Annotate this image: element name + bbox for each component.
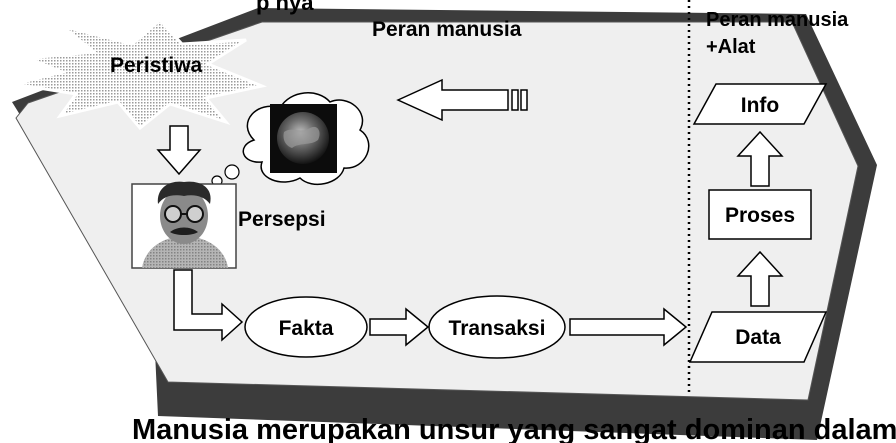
data-to-proses-arrow bbox=[736, 250, 784, 307]
peristiwa-burst-shape bbox=[13, 17, 268, 131]
person-with-glasses-icon bbox=[131, 181, 237, 269]
fakta-to-transaksi-arrow bbox=[369, 307, 430, 347]
caption-text: Manusia merupakan unsur yang sangat domi… bbox=[132, 414, 896, 443]
transaksi-node bbox=[428, 295, 566, 359]
transaksi-label: Transaksi bbox=[449, 317, 546, 340]
peristiwa-label: Peristiwa bbox=[110, 54, 203, 77]
proses-node bbox=[708, 189, 812, 240]
fakta-label: Fakta bbox=[279, 317, 334, 340]
left-arrow-tail-bar-1 bbox=[511, 89, 519, 111]
proses-label: Proses bbox=[725, 204, 795, 227]
transaksi-to-data-arrow bbox=[569, 307, 688, 347]
peran-manusia-alat-label-line1: Peran manusia bbox=[706, 9, 849, 31]
data-label: Data bbox=[735, 326, 781, 349]
peran-manusia-alat-label-line2: +Alat bbox=[706, 36, 756, 58]
down-hollow-arrow bbox=[156, 125, 202, 176]
peran-manusia-label: Peran manusia bbox=[372, 18, 522, 41]
top-cut-text: p nya bbox=[256, 0, 314, 15]
proses-to-info-arrow bbox=[736, 130, 784, 187]
panel-face bbox=[15, 21, 859, 401]
persepsi-label: Persepsi bbox=[238, 208, 326, 231]
info-label: Info bbox=[741, 94, 779, 117]
fakta-node bbox=[244, 296, 368, 358]
left-arrow-tail-bar-2 bbox=[520, 89, 528, 111]
data-node bbox=[688, 311, 828, 363]
left-hollow-arrow bbox=[396, 78, 509, 122]
globe-photo-icon bbox=[270, 104, 337, 173]
info-node bbox=[692, 83, 828, 125]
l-hollow-arrow bbox=[173, 269, 244, 342]
